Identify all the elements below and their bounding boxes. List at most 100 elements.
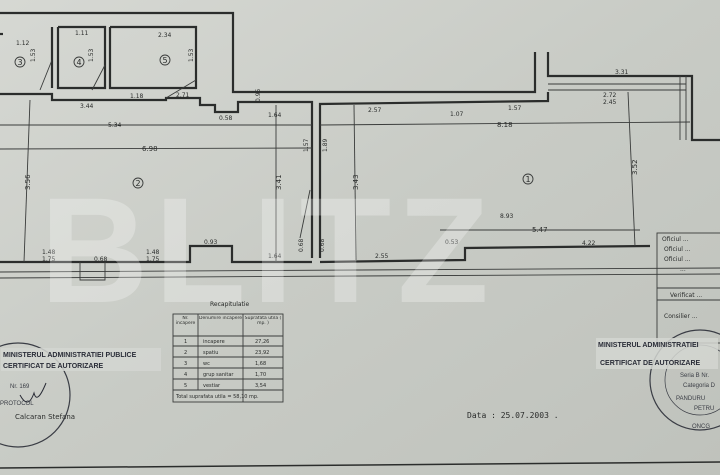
dimension-label: 2.72 — [603, 92, 617, 99]
stamp-text: PROTOCOL — [0, 401, 34, 407]
date: Data : 25.07.2003 . — [467, 411, 559, 420]
header-nr: Nr. incapere — [175, 316, 196, 326]
dimension-label: 3.43 — [352, 174, 360, 190]
dimension-label: 0.68 — [94, 256, 108, 263]
dimension-labels: 1.12 1.11 2.34 1.53 1.53 1.53 3.44 5.34 … — [16, 30, 639, 263]
box-line: Oficiul ... — [662, 236, 689, 243]
signature-name: Calcaran Stefana — [15, 413, 75, 421]
dimension-label: 1.64 — [268, 253, 282, 260]
room-number: 1 — [525, 175, 530, 184]
row-nr: 5 — [184, 383, 187, 389]
walls — [0, 11, 720, 281]
room-number: 5 — [162, 56, 167, 65]
row-name: grup sanitar — [203, 372, 234, 378]
stamp-text: Seria B Nr. — [680, 373, 709, 379]
dimension-label: 8.93 — [500, 213, 514, 220]
room-number: 4 — [76, 58, 81, 67]
dimension-label: 8.18 — [497, 121, 513, 129]
row-area: 1,70 — [255, 372, 266, 378]
stamp-text: PANDURU — [676, 396, 705, 402]
table-row: 1 incapere 27,26 — [184, 339, 269, 345]
dimension-label: 5.34 — [108, 122, 122, 129]
dimension-label: 3.31 — [615, 69, 629, 76]
dimension-label: 0.93 — [204, 239, 218, 246]
box-line: ... — [680, 266, 686, 273]
table-row: 4 grup sanitar 1,70 — [184, 372, 266, 378]
row-nr: 2 — [184, 350, 187, 356]
header-suprafata: Suprafata utila ( mp. ) — [244, 316, 282, 326]
watermark: BLITZ — [40, 166, 495, 334]
table-row: 3 wc 1,68 — [184, 361, 266, 367]
box-line: Consilier ... — [664, 313, 698, 320]
row-name: spatiu — [203, 350, 218, 356]
stamp-left: MINISTERUL ADMINISTRATIEI PUBLICE CERTIF… — [0, 342, 161, 448]
dimension-label: 2.34 — [158, 32, 172, 39]
stamp-right: MINISTERUL ADMINISTRATIEI CERTIFICAT DE … — [596, 329, 720, 431]
dimension-label: 3.41 — [275, 174, 283, 190]
dimension-label: 2.55 — [375, 253, 389, 260]
page-edge — [0, 461, 720, 469]
row-area: 23,92 — [255, 350, 269, 356]
dimension-lines — [0, 91, 691, 263]
row-name: incapere — [203, 339, 225, 345]
dimension-label: 0.68 — [319, 238, 326, 252]
room-number: 3 — [17, 58, 22, 67]
row-area: 3,54 — [255, 383, 266, 389]
stamp-text: CERTIFICAT DE AUTORIZARE — [600, 360, 701, 367]
dimension-label: 2.57 — [368, 107, 382, 114]
dimension-label: 1.89 — [322, 138, 329, 152]
row-nr: 3 — [184, 361, 187, 367]
stamp-text: ONCG — [692, 424, 710, 430]
recap-total: Total suprafata utila = 58,10 mp. — [175, 394, 259, 400]
dimension-label: 1.12 — [16, 40, 30, 47]
dimension-label: 0.53 — [445, 239, 459, 246]
dimension-label: 3.52 — [631, 159, 639, 175]
dimension-label: 1.48 — [146, 249, 160, 256]
dimension-label: 2.45 — [603, 99, 617, 106]
dimension-label: 1.75 — [42, 256, 56, 263]
recap-table: Recapitulatie Nr. incapere Denumire inca… — [172, 301, 284, 403]
signature-mark — [19, 382, 47, 403]
dimension-label: 1.53 — [188, 48, 195, 62]
stamp-text: Nr. 169 — [10, 384, 30, 390]
dimension-label: 1.53 — [88, 48, 95, 62]
dimension-label: 1.07 — [450, 111, 464, 118]
box-line: Oficiul ... — [664, 256, 691, 263]
dimension-label: 0.68 — [298, 238, 305, 252]
stamp-text: MINISTERUL ADMINISTRATIEI — [598, 342, 699, 349]
recap-title: Recapitulatie — [210, 301, 250, 308]
dimension-label: 0.58 — [219, 115, 233, 122]
stamp-text: PETRU — [694, 406, 714, 412]
row-area: 27,26 — [255, 339, 269, 345]
row-area: 1,68 — [255, 361, 266, 367]
dimension-label: 1.53 — [30, 48, 37, 62]
dimension-label: 1.75 — [146, 256, 160, 263]
room-numbers: 1 2 3 4 5 — [14, 54, 534, 189]
row-nr: 1 — [184, 339, 187, 345]
dimension-label: 3.56 — [24, 174, 32, 190]
dimension-label: 1.11 — [75, 30, 89, 37]
dimension-label: 5.47 — [532, 226, 548, 234]
row-nr: 4 — [184, 372, 187, 378]
room-number: 2 — [135, 179, 140, 188]
table-row: 2 spatiu 23,92 — [184, 350, 269, 356]
dimension-label: 1.48 — [42, 249, 56, 256]
row-name: vestiar — [203, 383, 221, 389]
table-row: 5 vestiar 3,54 — [184, 383, 266, 389]
stamp-text: MINISTERUL ADMINISTRATIEI PUBLICE — [3, 352, 137, 359]
header-denumire: Denumire incapere — [198, 316, 242, 321]
dimension-label: 6.98 — [142, 145, 158, 153]
dimension-label: 0.95 — [255, 88, 262, 102]
box-line: Verificat ... — [670, 292, 702, 299]
row-name: wc — [203, 361, 210, 367]
dimension-label: 1.57 — [303, 138, 310, 152]
dimension-label: 1.57 — [508, 105, 522, 112]
stamp-text: Categoria D — [683, 383, 716, 389]
dimension-label: 2.71 — [176, 92, 190, 99]
dimension-label: 1.64 — [268, 112, 282, 119]
dimension-label: 3.44 — [80, 103, 94, 110]
stamp-text: CERTIFICAT DE AUTORIZARE — [3, 363, 104, 370]
dimension-label: 4.22 — [582, 240, 596, 247]
